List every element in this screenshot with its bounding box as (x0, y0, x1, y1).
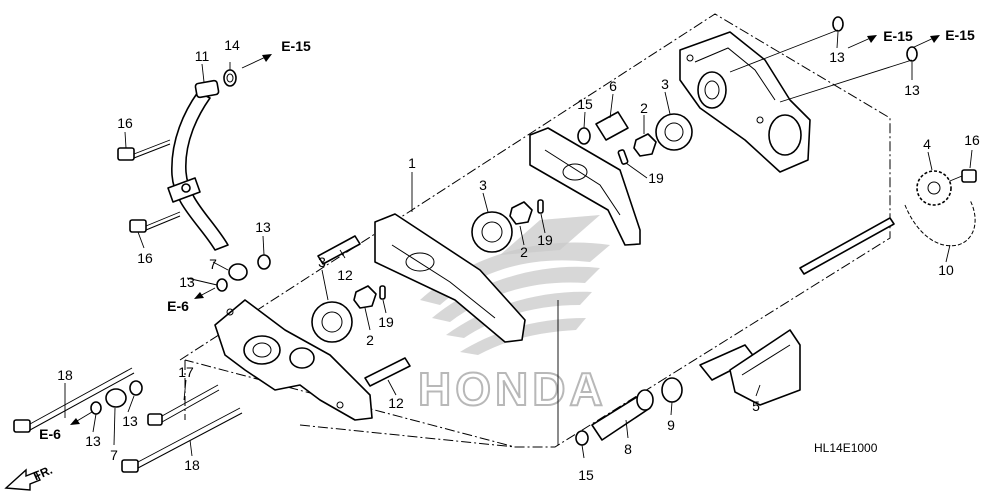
arrow-e15-left (241, 54, 272, 69)
callout-2: 2 (366, 332, 374, 348)
callout-13: 13 (255, 219, 271, 235)
flange-bolt-16-right (944, 169, 977, 184)
inner-rotor-2-top (633, 133, 657, 157)
callout-3: 3 (318, 254, 326, 270)
arrow-e15-right (911, 35, 940, 49)
pump-shaft-12-lower (364, 357, 411, 387)
callout-19: 19 (648, 170, 664, 186)
callout-17: 17 (178, 364, 194, 380)
outer-rotor-3-top (655, 113, 693, 151)
oil-pump-rear-body (679, 29, 913, 173)
callout-12: 12 (337, 267, 353, 283)
inner-rotor-2-low (353, 285, 377, 309)
sleeve-6 (577, 111, 629, 145)
outer-rotor-3-low (311, 301, 353, 343)
reference-e15: E-15 (281, 38, 311, 54)
callout-13: 13 (179, 274, 195, 290)
oil-pipe-8 (591, 389, 654, 441)
oil-strainer-5 (699, 329, 801, 406)
callout-13: 13 (122, 413, 138, 429)
callout-13: 13 (904, 82, 920, 98)
callout-4: 4 (923, 136, 931, 152)
pump-plate-upper (529, 127, 641, 246)
dowel-pin-19 (379, 149, 629, 300)
arrow-e6-lower (70, 411, 93, 425)
reference-e6: E-6 (39, 426, 61, 442)
arrow-e15-mid (847, 35, 877, 49)
oil-pipe (167, 79, 229, 251)
callout-3: 3 (661, 76, 669, 92)
callout-2: 2 (520, 244, 528, 260)
arrow-e6-upper (194, 287, 216, 299)
reference-e15: E-15 (945, 27, 975, 43)
callout-14: 14 (224, 37, 240, 53)
long-bolt-17 (147, 384, 220, 426)
callout-1: 1 (408, 155, 416, 171)
reference-e15: E-15 (883, 28, 913, 44)
callout-10: 10 (938, 262, 954, 278)
callout-3: 3 (479, 177, 487, 193)
callout-19: 19 (378, 314, 394, 330)
callout-9: 9 (667, 417, 675, 433)
callout-7: 7 (110, 447, 118, 463)
callout-18: 18 (57, 367, 73, 383)
inner-rotor-2-mid (509, 201, 533, 225)
outer-rotor-3-mid (471, 211, 513, 253)
callout-15: 15 (578, 467, 594, 483)
callout-5: 5 (752, 398, 760, 414)
pump-plate-middle (374, 213, 526, 343)
o-ring-9 (661, 377, 683, 403)
callout-18: 18 (184, 457, 200, 473)
callout-13: 13 (85, 433, 101, 449)
oil-pump-front-body (214, 299, 373, 421)
callout-7: 7 (209, 256, 217, 272)
callout-8: 8 (624, 441, 632, 457)
drive-sprocket-4 (916, 170, 952, 206)
callout-16: 16 (137, 250, 153, 266)
front-direction-arrow (4, 468, 41, 491)
assembly-boundary (179, 13, 891, 448)
callout-16: 16 (117, 115, 133, 131)
o-ring-14 (223, 69, 237, 87)
callout-12: 12 (388, 395, 404, 411)
diagram-code: HL14E1000 (814, 441, 878, 455)
flange-bolt-16-lower (129, 211, 181, 233)
callout-6: 6 (609, 78, 617, 94)
callout-11: 11 (194, 48, 210, 64)
guide-plate (799, 217, 895, 275)
long-bolt-18-upper (13, 367, 135, 433)
callout-19: 19 (537, 232, 553, 248)
drive-chain-10 (904, 199, 976, 247)
long-bolt-18-lower (121, 407, 243, 473)
leader-lines (64, 31, 973, 459)
reference-e6: E-6 (167, 298, 189, 314)
plug-7-upper (216, 254, 271, 292)
pump-shaft-12-upper (317, 235, 361, 265)
callout-13: 13 (829, 49, 845, 65)
o-ring-13-top (832, 16, 918, 62)
callout-15: 15 (577, 96, 593, 112)
o-ring-15-lower (575, 430, 589, 446)
svg-text:HONDA: HONDA (418, 363, 607, 415)
honda-text-watermark: HONDA (417, 362, 607, 416)
callout-16: 16 (964, 132, 980, 148)
callout-2: 2 (640, 100, 648, 116)
